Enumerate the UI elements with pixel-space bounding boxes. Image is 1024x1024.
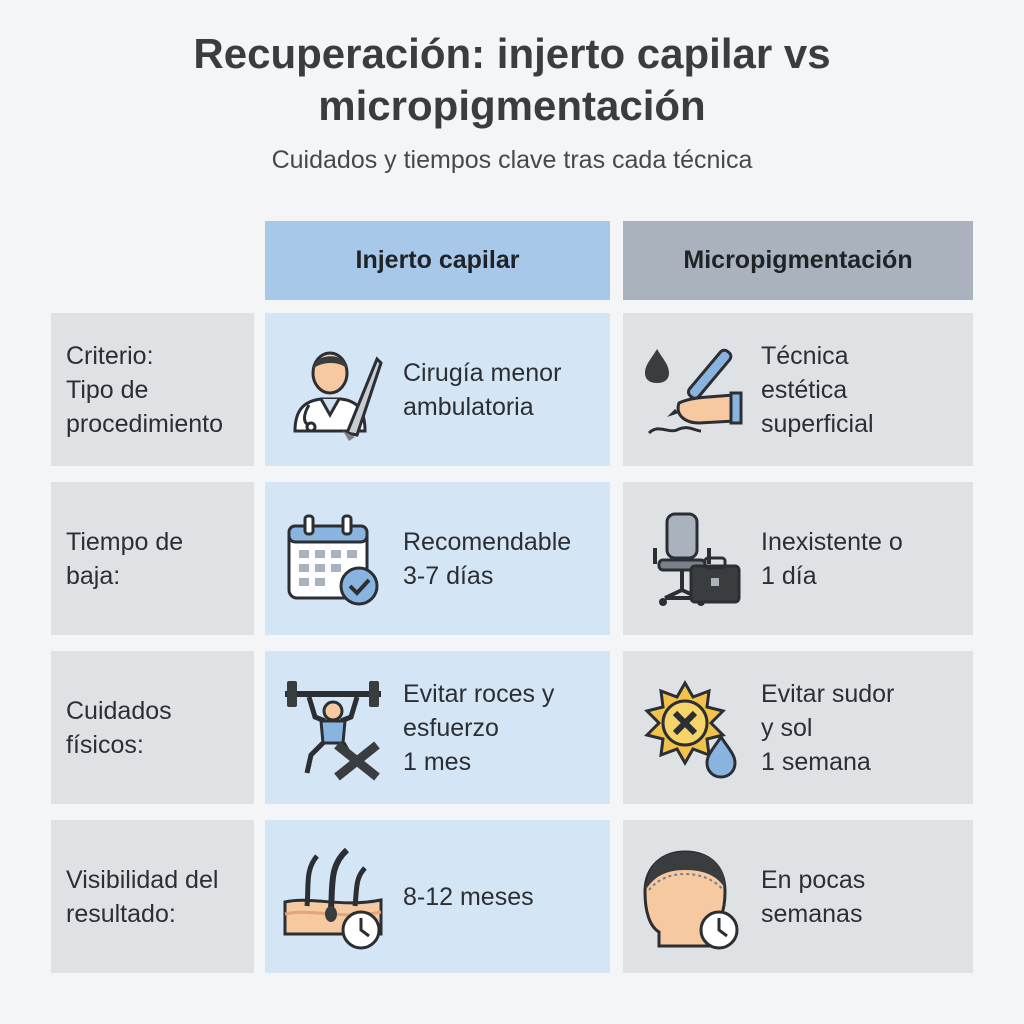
micro-cell: Evitar sudor y sol 1 semana xyxy=(623,651,973,804)
hair-follicle-clock-icon xyxy=(281,846,385,950)
criterion-cell: Cuidados físicos: xyxy=(51,651,254,804)
office-chair-briefcase-icon xyxy=(639,508,743,612)
injerto-text: Cirugía menor ambulatoria xyxy=(403,358,562,421)
ink-pen-hand-icon xyxy=(639,339,743,443)
micro-text: Inexistente o 1 día xyxy=(761,527,903,590)
injerto-cell: 8-12 meses xyxy=(265,820,610,973)
injerto-text: Recomendable 3-7 días xyxy=(403,527,572,590)
micro-text: Técnica estética superficial xyxy=(761,341,874,438)
column-header-injerto: Injerto capilar xyxy=(265,221,610,300)
micro-cell: Inexistente o 1 día xyxy=(623,482,973,635)
criterion-label: Cuidados físicos: xyxy=(66,696,172,759)
head-clock-icon xyxy=(639,846,743,950)
injerto-cell: Evitar roces y esfuerzo 1 mes xyxy=(265,651,610,804)
micro-text: En pocas semanas xyxy=(761,865,866,928)
criterion-label: Tiempo de baja: xyxy=(66,527,184,590)
injerto-cell: Recomendable 3-7 días xyxy=(265,482,610,635)
weightlifting-cross-icon xyxy=(281,677,385,781)
criterion-label: Criterio: Tipo de procedimiento xyxy=(66,341,224,438)
injerto-text: 8-12 meses xyxy=(403,882,534,911)
micro-text: Evitar sudor y sol 1 semana xyxy=(761,679,895,776)
micro-cell: Técnica estética superficial xyxy=(623,313,973,466)
criterion-cell: Criterio: Tipo de procedimiento xyxy=(51,313,254,466)
page-title: Recuperación: injerto capilar vs micropi… xyxy=(0,28,1024,132)
doctor-scalpel-icon xyxy=(281,339,385,443)
injerto-cell: Cirugía menor ambulatoria xyxy=(265,313,610,466)
criterion-cell: Tiempo de baja: xyxy=(51,482,254,635)
page-subtitle: Cuidados y tiempos clave tras cada técni… xyxy=(271,146,753,174)
criterion-label: Visibilidad del resultado: xyxy=(66,865,219,928)
micro-cell: En pocas semanas xyxy=(623,820,973,973)
column-header-micropigmentacion: Micropigmentación xyxy=(623,221,973,300)
title-line-2: micropigmentación xyxy=(318,82,706,129)
criterion-cell: Visibilidad del resultado: xyxy=(51,820,254,973)
calendar-check-icon xyxy=(281,508,385,612)
title-line-1: Recuperación: injerto capilar vs xyxy=(193,30,831,77)
sun-sweat-cross-icon xyxy=(639,677,743,781)
injerto-text: Evitar roces y esfuerzo 1 mes xyxy=(403,679,555,776)
